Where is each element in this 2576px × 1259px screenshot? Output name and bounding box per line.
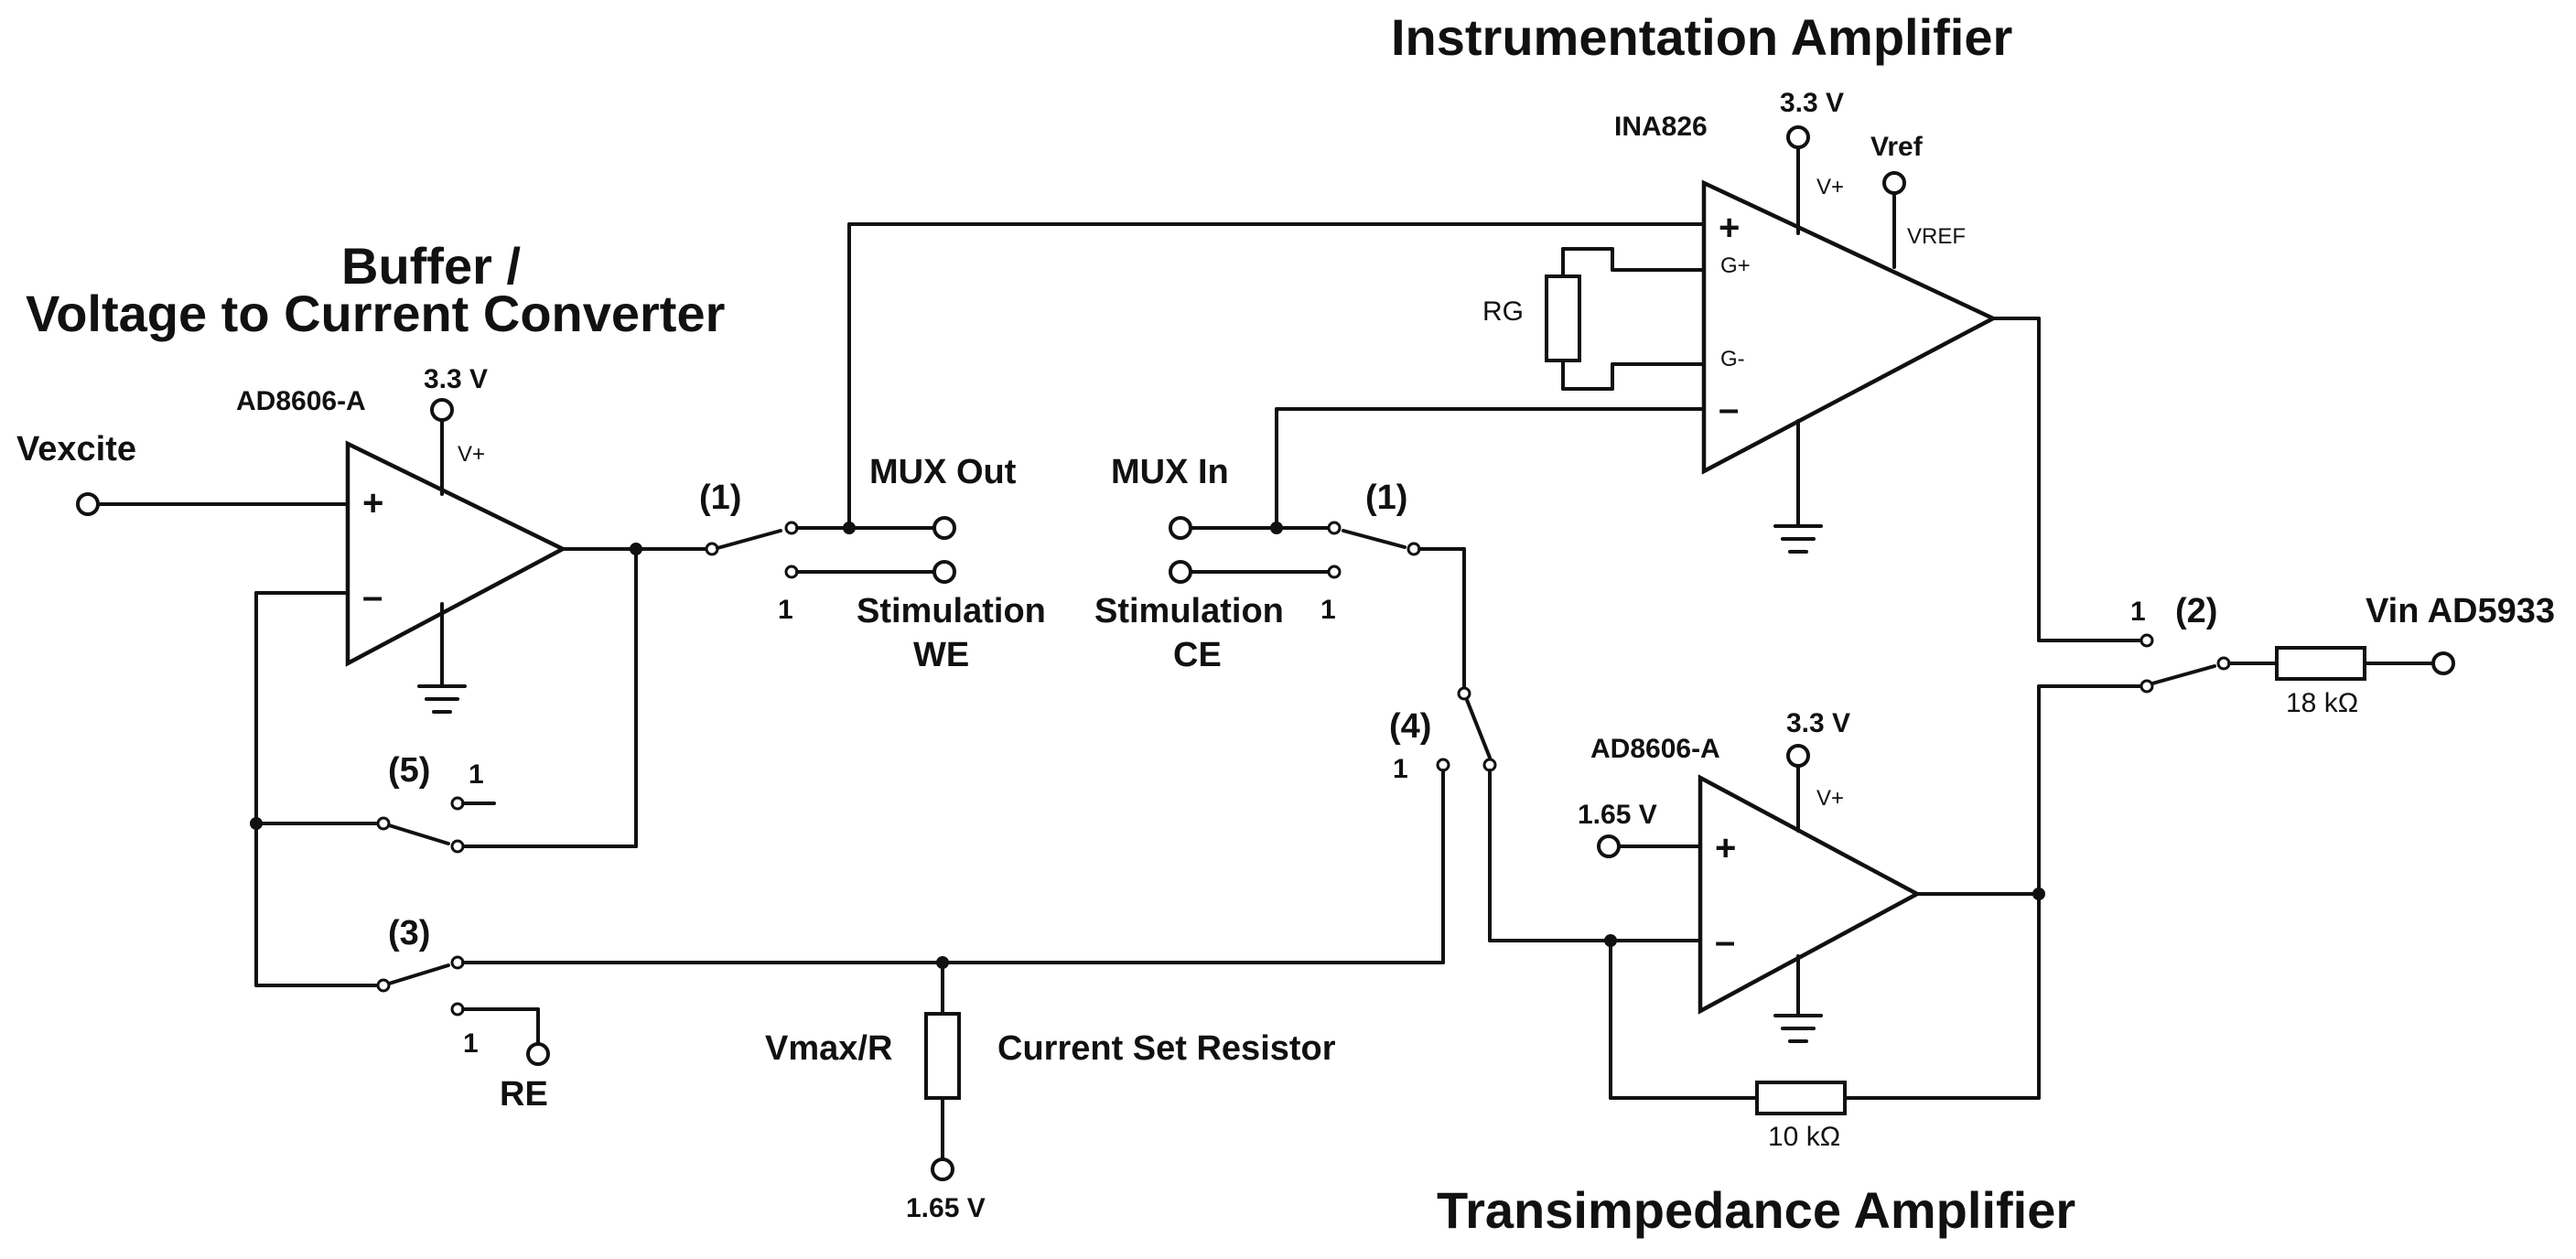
inamp-ground-symbol: [1773, 419, 1823, 554]
inamp-plus-sign: +: [1719, 208, 1740, 248]
switch-5-pos: 1: [469, 759, 484, 790]
buffer-minus-sign: –: [362, 576, 383, 617]
buffer-plus-sign: +: [362, 483, 383, 523]
switch-4-label: (4): [1389, 707, 1431, 746]
rg-label: RG: [1482, 296, 1524, 327]
buffer-opamp: + – V+ AD8606-A: [236, 386, 567, 667]
vexcite-label: Vexcite: [16, 430, 136, 468]
stimulation-ce-label-1: Stimulation: [1094, 592, 1284, 630]
tia-supply-label: 3.3 V: [1786, 708, 1850, 738]
tia-part-label: AD8606-A: [1590, 734, 1720, 764]
buffer-vplus-pin: V+: [458, 442, 485, 467]
tia-minus-sign: –: [1715, 921, 1735, 962]
tia-opamp: + – V+: [1698, 774, 1922, 1015]
switch-2: [2139, 633, 2231, 694]
buffer-supply-label: 3.3 V: [424, 364, 488, 394]
inamp-part-label: INA826: [1614, 112, 1708, 142]
current-set-bias-label: 1.65 V: [906, 1193, 986, 1223]
instrumentation-amp: + – G+ G- V+ VREF: [1701, 175, 1999, 475]
switch-2-pos: 1: [2130, 597, 2146, 627]
inamp-vplus-pin: V+: [1816, 175, 1844, 199]
stimulation-we-label-1: Stimulation: [857, 592, 1046, 630]
vmax-r-label: Vmax/R: [765, 1029, 892, 1068]
tia-feedback-resistor: [1755, 1081, 1847, 1115]
transimpedance-amplifier-title: Transimpedance Amplifier: [1437, 1181, 2075, 1239]
mux-in-label: MUX In: [1111, 453, 1229, 491]
vref-label: Vref: [1870, 132, 1924, 162]
mux-in-terminal: [1169, 516, 1192, 540]
buffer-ground-symbol: [417, 602, 467, 714]
vref-terminal: [1882, 171, 1906, 195]
switch-3: [254, 955, 465, 1017]
vin-ad5933-label: Vin AD5933: [2366, 592, 2555, 630]
switch-1-left: [705, 521, 799, 579]
input-resistor-18k: [2275, 646, 2366, 681]
switch-1-right-pos: 1: [1320, 595, 1336, 625]
buffer-supply-terminal: [430, 398, 454, 422]
vin-ad5933-terminal: [2431, 651, 2455, 675]
buffer-title-line1: Buffer /: [341, 237, 521, 295]
vexcite-terminal: [76, 492, 100, 516]
mux-out-terminal: [932, 516, 956, 540]
switch-5: [254, 796, 496, 854]
tia-vplus-pin: V+: [1816, 786, 1844, 811]
inamp-supply-terminal: [1786, 125, 1810, 149]
tia-bias-label: 1.65 V: [1578, 800, 1657, 830]
switch-4: [1436, 686, 1497, 772]
current-set-label: Current Set Resistor: [997, 1029, 1336, 1068]
stimulation-ce-label-2: CE: [1173, 636, 1222, 674]
stimulation-ce-terminal: [1169, 560, 1192, 584]
tia-ground-symbol: [1773, 954, 1823, 1043]
switch-3-label: (3): [388, 914, 430, 952]
stimulation-we-terminal: [932, 560, 956, 584]
input-resistor-label: 18 kΩ: [2286, 688, 2358, 718]
switch-1-left-label: (1): [699, 479, 741, 517]
rg-resistor: [1545, 274, 1581, 362]
stimulation-we-label-2: WE: [913, 636, 969, 674]
tia-supply-terminal: [1786, 744, 1810, 768]
inamp-vref-pin: VREF: [1907, 224, 1966, 249]
re-label: RE: [500, 1075, 548, 1114]
buffer-part-label: AD8606-A: [236, 386, 366, 416]
inamp-gminus-pin: G-: [1720, 347, 1745, 371]
inamp-minus-sign: –: [1719, 389, 1739, 429]
tia-feedback-resistor-label: 10 kΩ: [1768, 1122, 1840, 1152]
switch-1-right: [1327, 521, 1421, 579]
current-set-bias-terminal: [931, 1157, 954, 1181]
switch-1-left-pos: 1: [778, 595, 793, 625]
switch-4-pos: 1: [1393, 754, 1408, 784]
switch-1-right-label: (1): [1365, 479, 1407, 517]
mux-out-label: MUX Out: [869, 453, 1017, 491]
inamp-gplus-pin: G+: [1720, 253, 1751, 278]
re-terminal: [526, 1042, 550, 1066]
instrumentation-amplifier-title: Instrumentation Amplifier: [1391, 8, 2012, 66]
inamp-supply-label: 3.3 V: [1780, 88, 1844, 118]
switch-5-label: (5): [388, 751, 430, 790]
tia-plus-sign: +: [1715, 828, 1736, 868]
current-set-resistor: [924, 1012, 961, 1100]
switch-2-label: (2): [2175, 592, 2217, 630]
buffer-title-line2: Voltage to Current Converter: [26, 285, 725, 342]
switch-3-pos: 1: [463, 1028, 479, 1059]
tia-bias-terminal: [1597, 834, 1621, 858]
